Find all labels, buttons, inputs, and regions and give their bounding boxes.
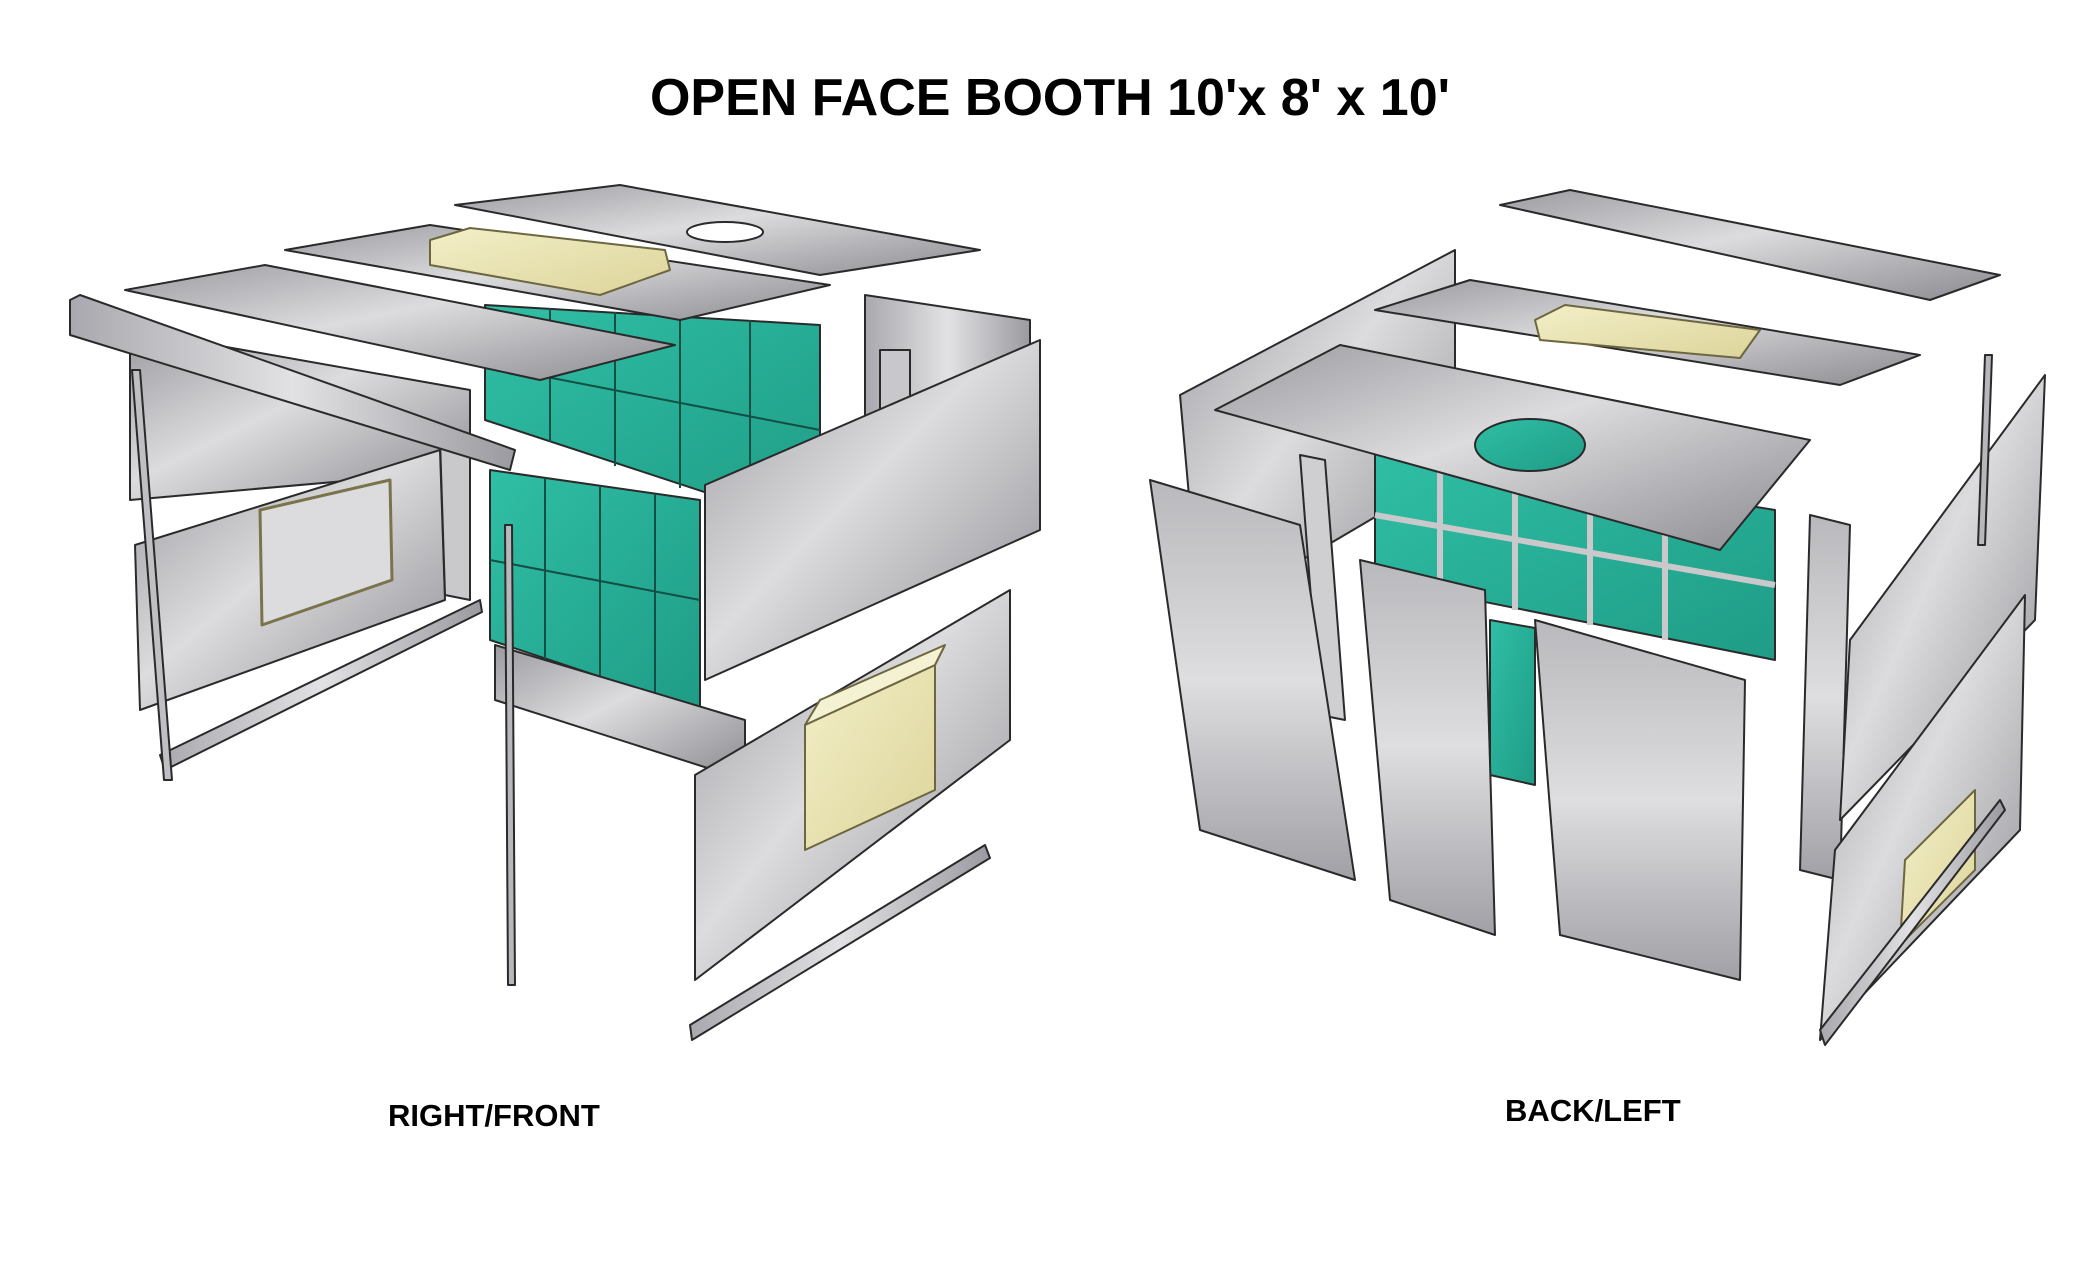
- front-header-beam: [69, 294, 516, 471]
- roof-panel-rear: [1499, 189, 2001, 301]
- wall-panel-3: [1534, 619, 1746, 981]
- view-label-right-front: RIGHT/FRONT: [388, 1098, 600, 1133]
- viewing-window: [258, 478, 394, 627]
- roof-exhaust-hole: [1474, 418, 1586, 472]
- wall-panel-1: [1149, 479, 1356, 881]
- roof-light-fixture: [429, 227, 671, 296]
- left-corner-post: [131, 369, 173, 781]
- right-wall-upper: [704, 339, 1041, 681]
- right-floor-rail: [689, 844, 991, 1041]
- wall-panel-2: [1359, 559, 1496, 936]
- roof-light-fixture: [1534, 304, 1761, 359]
- vertical-rod: [1977, 354, 1993, 546]
- roof-panel-front: [124, 264, 676, 381]
- interior-column: [439, 439, 471, 601]
- side-floor-rail: [1819, 799, 2006, 1046]
- front-corner-post: [504, 524, 516, 986]
- back-left-view: [1149, 189, 2046, 1046]
- page-title: OPEN FACE BOOTH 10'x 8' x 10': [649, 69, 1451, 127]
- roof-exhaust-hole: [686, 221, 764, 243]
- side-wall-upper: [1839, 374, 2046, 821]
- side-wall-lower: [1819, 594, 2026, 1041]
- corner-post: [1799, 514, 1851, 881]
- view-label-back-left: BACK/LEFT: [1505, 1093, 1681, 1128]
- right-front-view: [69, 184, 1041, 1041]
- filter-grid-lower: [1489, 619, 1536, 786]
